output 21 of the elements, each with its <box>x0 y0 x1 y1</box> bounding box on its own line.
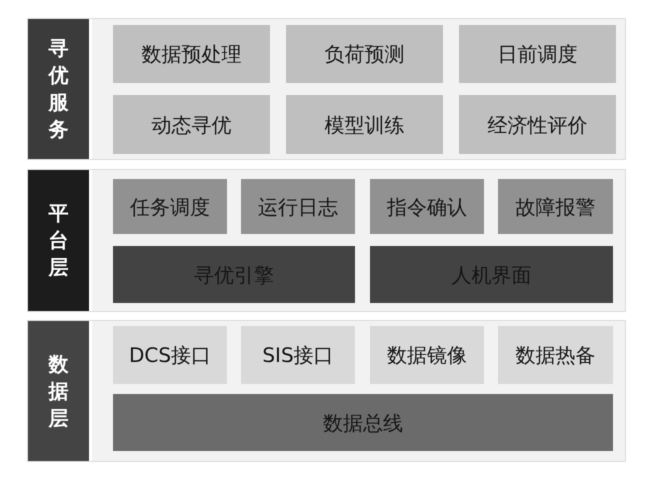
module-box: SIS接口 <box>241 326 355 384</box>
layer-panel <box>27 18 626 160</box>
module-box: 负荷预测 <box>286 25 443 83</box>
module-box: 数据预处理 <box>113 25 270 83</box>
layer-heading: 数据层 <box>28 321 92 461</box>
bus-bar: 数据总线 <box>113 394 613 451</box>
module-box: DCS接口 <box>113 326 227 384</box>
module-box: 数据镜像 <box>370 326 484 384</box>
layer-heading: 平台层 <box>28 170 92 311</box>
module-box: 数据热备 <box>498 326 613 384</box>
module-box: 指令确认 <box>370 179 484 234</box>
module-box: 任务调度 <box>113 179 227 234</box>
module-box: 动态寻优 <box>113 95 270 154</box>
module-box: 日前调度 <box>459 25 616 83</box>
module-box: 经济性评价 <box>459 95 616 154</box>
layer-panel <box>27 169 626 312</box>
module-box: 故障报警 <box>498 179 613 234</box>
module-box: 模型训练 <box>286 95 443 154</box>
layer-panel <box>27 320 626 462</box>
layer-heading: 寻优服务 <box>28 19 92 159</box>
module-box: 运行日志 <box>241 179 355 234</box>
